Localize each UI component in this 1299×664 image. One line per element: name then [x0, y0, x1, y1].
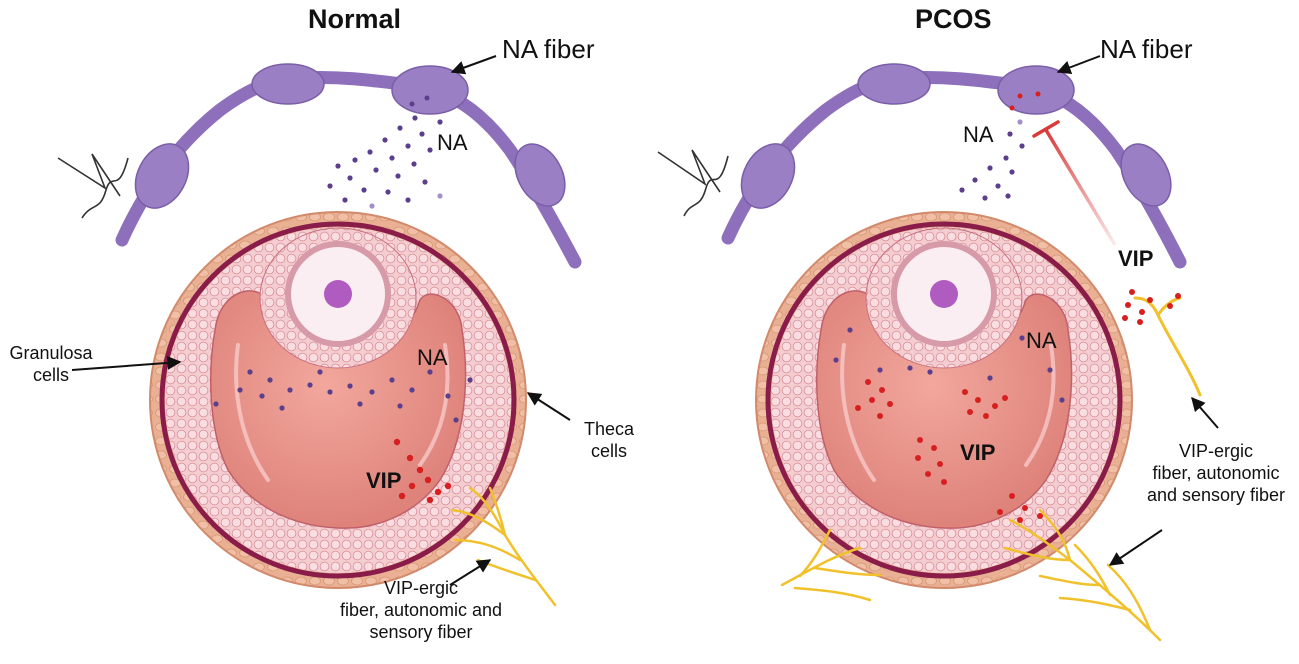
- theca-arrow: [526, 392, 571, 421]
- theca-label: Theca cells: [583, 419, 635, 461]
- pcos-vip-label: VIP: [960, 440, 996, 465]
- pcos-oocyte-nucleus: [930, 280, 958, 308]
- normal-oocyte-nucleus: [324, 280, 352, 308]
- action-potential-icon: [657, 149, 729, 217]
- pcos-na-follicle-label: NA: [1026, 328, 1057, 353]
- granulosa-label: Granulosa cells: [9, 343, 93, 385]
- pcos-follicle: [755, 211, 1133, 589]
- normal-na-fiber-label: NA fiber: [502, 34, 595, 64]
- normal-na-fiber-arrow: [450, 55, 497, 75]
- normal-vip-fiber-arrow: [449, 559, 492, 586]
- pcos-vip-side-arrow: [1191, 396, 1219, 429]
- pcos-vip-fiber-network: [780, 508, 1162, 642]
- normal-na-follicle-label: NA: [417, 345, 448, 370]
- pcos-title: PCOS: [915, 4, 992, 34]
- inhibition-symbol: [1032, 120, 1117, 246]
- normal-title: Normal: [308, 4, 402, 34]
- pcos-vip-fiber-label: VIP-ergic fiber, autonomic and sensory f…: [1146, 441, 1286, 505]
- normal-vip-fiber-label: VIP-ergic fiber, autonomic and sensory f…: [339, 578, 503, 642]
- normal-na-release-label: NA: [437, 130, 468, 155]
- na-release-dots: [327, 115, 443, 209]
- pcos-na-release-label: NA: [963, 122, 994, 147]
- pcos-vip-side-fiber: [1122, 289, 1202, 397]
- pcos-na-fiber-label: NA fiber: [1100, 34, 1193, 64]
- normal-vip-label: VIP: [366, 468, 402, 493]
- na-fiber-neuron: [115, 63, 582, 269]
- granulosa-arrow: [71, 355, 182, 371]
- pcos-na-fiber-neuron: [721, 63, 1187, 269]
- normal-follicle: [149, 211, 527, 589]
- pcos-na-fiber-arrow: [1056, 55, 1101, 75]
- pcos-panel: [657, 55, 1219, 642]
- action-potential-icon: [57, 153, 129, 219]
- pcos-na-release-dots: [959, 119, 1025, 201]
- pcos-vip-side-label: VIP: [1118, 246, 1154, 271]
- normal-panel: [57, 55, 582, 607]
- pcos-vip-fiber-arrow: [1108, 529, 1163, 566]
